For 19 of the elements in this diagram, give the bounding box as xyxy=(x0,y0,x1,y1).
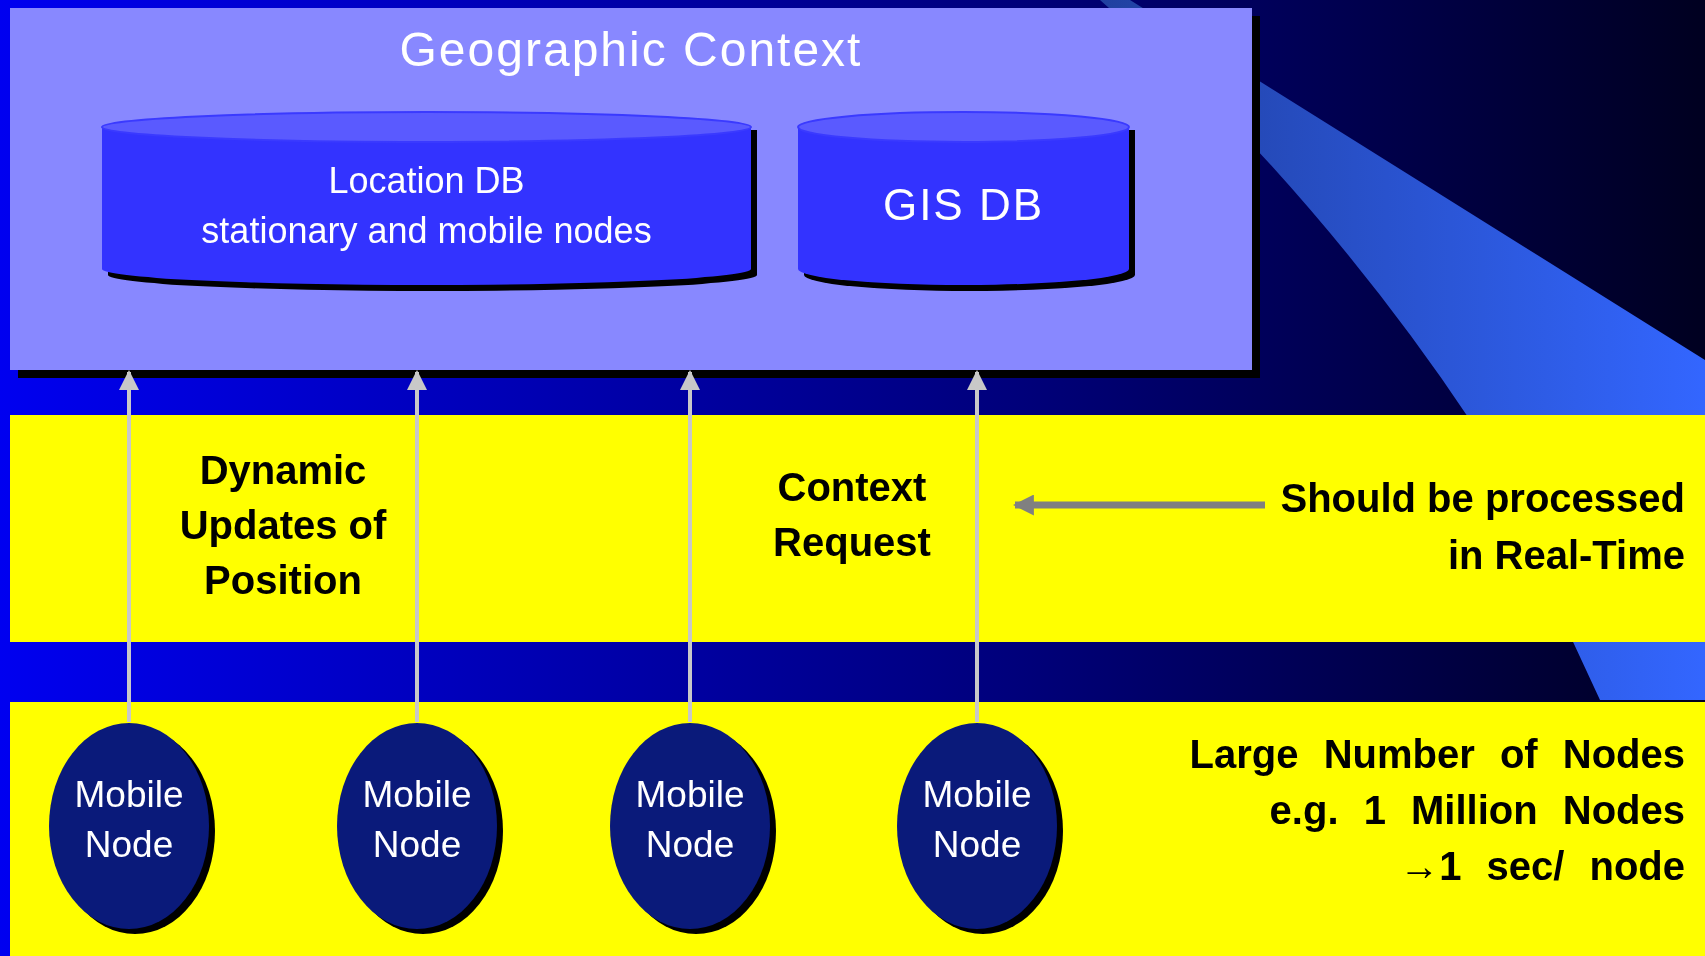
node-label: Mobile Node xyxy=(361,773,473,867)
band-text: Should be processed in Real-Time xyxy=(1279,475,1685,579)
node-label: Mobile Node xyxy=(634,773,746,867)
arrow xyxy=(967,370,987,722)
database-name: GIS DB xyxy=(881,180,1046,230)
panel-title: Geographic Context xyxy=(398,22,864,77)
node-label: Mobile Node xyxy=(73,773,185,867)
band xyxy=(10,415,1705,642)
band-text: Context Request xyxy=(772,464,932,566)
arrow xyxy=(119,370,139,722)
band xyxy=(10,702,1705,956)
arrow xyxy=(407,370,427,722)
band-text: Dynamic Updates of Position xyxy=(178,447,388,604)
arrow xyxy=(1012,494,1265,516)
arrow xyxy=(680,370,700,722)
band-text: Large Number of Nodes e.g. 1 Million Nodes →1 sec/ node xyxy=(1188,731,1685,890)
node-label: Mobile Node xyxy=(921,773,1033,867)
database-name: Location DB xyxy=(327,160,526,202)
database-description: stationary and mobile nodes xyxy=(200,210,653,252)
